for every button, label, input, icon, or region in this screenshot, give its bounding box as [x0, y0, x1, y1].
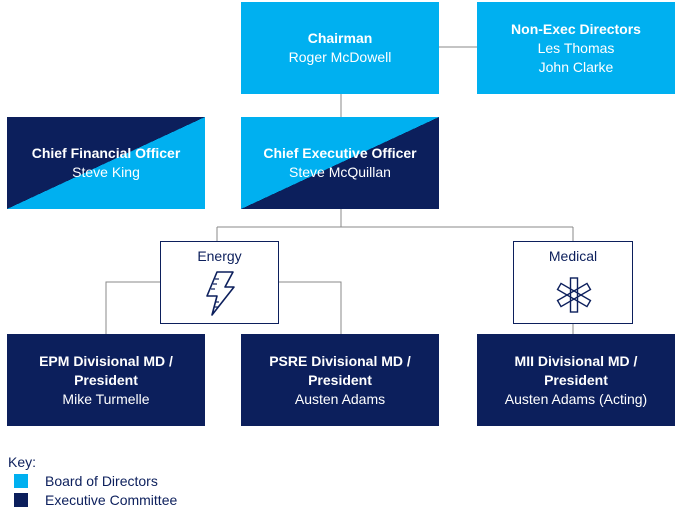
non-exec-name-1: Les Thomas	[537, 39, 615, 56]
epm-title-line-2: President	[74, 371, 138, 388]
ceo-name: Steve McQuillan	[289, 164, 391, 180]
non-exec-title: Non-Exec Directors	[511, 20, 641, 37]
key-item-board: Board of Directors	[14, 473, 158, 489]
epm-box: EPM Divisional MD / President Mike Turme…	[7, 334, 205, 426]
chairman-name: Roger McDowell	[288, 49, 392, 65]
energy-division-box: Energy	[160, 241, 279, 324]
ceo-box: Chief Executive Officer Steve McQuillan	[241, 117, 439, 209]
chairman-box: Chairman Roger McDowell	[241, 2, 439, 94]
key-label-board: Board of Directors	[45, 473, 158, 489]
key-title: Key:	[8, 454, 37, 470]
psre-name: Austen Adams	[294, 390, 386, 407]
key-item-executive: Executive Committee	[14, 492, 177, 508]
ceo-title: Chief Executive Officer	[263, 145, 417, 161]
key-label-executive: Executive Committee	[45, 492, 178, 508]
epm-title-line-1: EPM Divisional MD /	[39, 352, 173, 369]
mii-name: Austen Adams (Acting)	[504, 390, 648, 407]
epm-name: Mike Turmelle	[62, 390, 150, 407]
psre-box: PSRE Divisional MD / President Austen Ad…	[241, 334, 439, 426]
executive-swatch	[14, 493, 28, 507]
cfo-name: Steve King	[72, 164, 140, 180]
energy-label: Energy	[197, 248, 242, 264]
psre-title-line-2: President	[308, 371, 372, 388]
cfo-box: Chief Financial Officer Steve King	[7, 117, 205, 209]
cfo-title: Chief Financial Officer	[31, 145, 181, 161]
board-swatch	[14, 474, 28, 488]
psre-title-line-1: PSRE Divisional MD /	[269, 352, 411, 369]
medical-label: Medical	[548, 248, 598, 264]
mii-title-line-1: MII Divisional MD /	[514, 352, 638, 369]
lightning-bolt-icon	[206, 271, 235, 316]
chairman-title: Chairman	[307, 30, 373, 46]
medical-division-box: Medical	[513, 241, 633, 324]
star-of-life-icon	[556, 277, 592, 313]
mii-box: MII Divisional MD / President Austen Ada…	[477, 334, 675, 426]
mii-title-line-2: President	[544, 371, 608, 388]
non-exec-directors-box: Non-Exec Directors Les Thomas John Clark…	[477, 2, 675, 94]
non-exec-name-2: John Clarke	[538, 58, 614, 75]
